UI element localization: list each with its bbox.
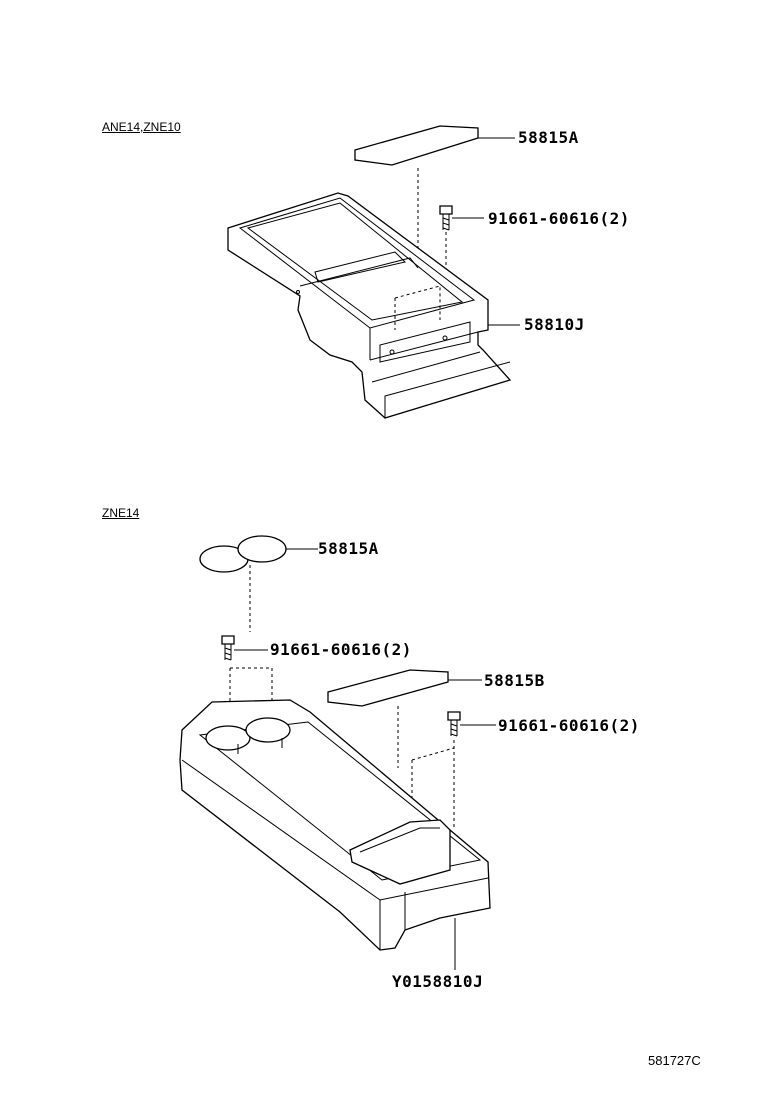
- part-number-label: 91661-60616(2): [270, 640, 412, 659]
- console-box-58810j: [227, 192, 520, 419]
- screw-icon: [221, 635, 268, 661]
- console-box-y0158810j: [179, 699, 491, 970]
- part-number-label: Y0158810J: [392, 972, 484, 991]
- diagram-reference: 581727C: [648, 1053, 701, 1068]
- section-code: ZNE14: [102, 506, 140, 520]
- part-number-label: 58815A: [518, 128, 579, 147]
- part-number-label: 91661-60616(2): [498, 716, 640, 735]
- cup-holder-mat-58815a: [199, 535, 318, 573]
- part-number-label: 58810J: [524, 315, 585, 334]
- part-number-label: 58815A: [318, 539, 379, 558]
- screw-icon: [447, 711, 496, 737]
- part-number-label: 58815B: [484, 671, 545, 690]
- screw-icon: [439, 205, 484, 231]
- console-pad-58815b: [327, 669, 482, 707]
- part-number-label: 91661-60616(2): [488, 209, 630, 228]
- section-code: ANE14,ZNE10: [102, 120, 181, 134]
- console-pad-58815a-top: [354, 125, 515, 166]
